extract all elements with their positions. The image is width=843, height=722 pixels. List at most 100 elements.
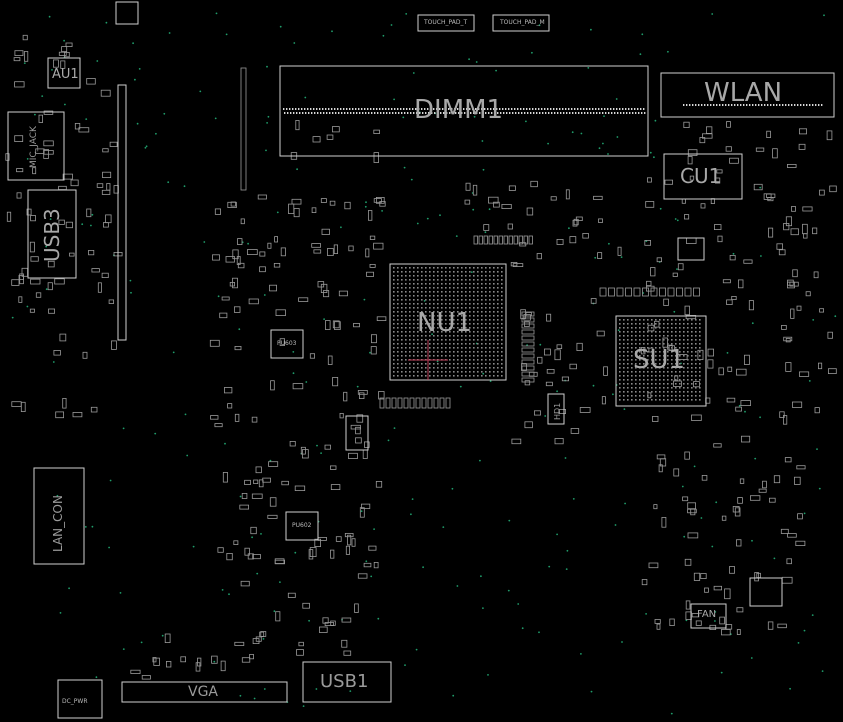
via <box>51 69 53 71</box>
passive-component <box>648 347 654 353</box>
su1-ball <box>643 359 645 361</box>
via <box>140 641 143 644</box>
nu1-ball <box>457 319 459 321</box>
nu1-ball <box>413 271 415 273</box>
passive-component <box>165 661 172 668</box>
pu603-chip[interactable] <box>270 329 304 359</box>
passive-component <box>221 296 230 301</box>
nu1-ball <box>453 303 455 305</box>
nu1-ball <box>425 367 427 369</box>
via <box>711 545 714 548</box>
su1-ball <box>655 339 657 341</box>
wlan-slot[interactable] <box>660 72 835 118</box>
su1-ball <box>619 339 621 341</box>
nu1-ball <box>497 359 499 361</box>
nu1-ball <box>437 363 439 365</box>
via <box>45 245 48 248</box>
su1-ball <box>699 359 701 361</box>
dimm-pin <box>361 108 363 110</box>
su1-ball <box>675 339 677 341</box>
nu1-ball <box>413 367 415 369</box>
hd1-part[interactable] <box>547 393 565 425</box>
nu1-chip[interactable] <box>389 263 507 381</box>
nu1-ball <box>485 323 487 325</box>
nu1-ball <box>417 339 419 341</box>
su1-ball <box>651 383 653 385</box>
passive-component <box>332 376 339 387</box>
usb3-port[interactable] <box>27 189 77 279</box>
passive-component <box>550 196 557 201</box>
nu1-ball <box>401 283 403 285</box>
usb1-port[interactable] <box>302 661 392 703</box>
passive-component <box>616 287 624 297</box>
passive-component <box>236 256 241 265</box>
dimm-pin <box>568 108 570 110</box>
mic-jack-connector[interactable] <box>7 111 65 181</box>
dc-pwr-connector[interactable] <box>57 679 103 719</box>
fan-connector[interactable] <box>690 603 727 629</box>
nu1-ball <box>469 267 471 269</box>
nu1-ball <box>397 327 399 329</box>
via <box>238 328 241 331</box>
vga-connector[interactable] <box>121 681 288 703</box>
su1-ball <box>635 387 637 389</box>
nu1-ball <box>445 323 447 325</box>
su1-ball <box>639 323 641 325</box>
touch-pad-t-connector[interactable] <box>417 14 475 32</box>
nu1-ball <box>441 351 443 353</box>
via <box>381 210 383 212</box>
nu1-ball <box>457 279 459 281</box>
passive-component <box>58 51 67 56</box>
via <box>568 227 570 230</box>
su1-ball <box>695 339 697 341</box>
pu602-chip[interactable] <box>285 511 319 541</box>
dimm-pin <box>517 108 519 110</box>
via <box>676 219 679 222</box>
nu1-ball <box>393 287 395 289</box>
dimm1-slot[interactable] <box>279 65 649 157</box>
su1-ball <box>651 323 653 325</box>
passive-component <box>43 140 54 147</box>
passive-component <box>523 314 531 321</box>
su1-ball <box>683 351 685 353</box>
nu1-ball <box>453 371 455 373</box>
cu1-chip[interactable] <box>663 153 743 200</box>
nu1-ball <box>457 287 459 289</box>
lan-con-connector[interactable] <box>33 467 85 565</box>
passive-component <box>736 539 742 547</box>
nu1-ball <box>449 267 451 269</box>
su1-ball <box>627 319 629 321</box>
via <box>803 512 806 515</box>
su1-ball <box>659 367 661 369</box>
dimm-pin <box>440 112 442 114</box>
su1-chip[interactable] <box>615 315 707 407</box>
su1-ball <box>683 367 685 369</box>
touch-pad-m-connector[interactable] <box>492 14 550 32</box>
nu1-ball <box>429 339 431 341</box>
passive-component <box>16 192 22 199</box>
nu1-ball <box>429 355 431 357</box>
au1-chip[interactable] <box>47 57 81 89</box>
dimm-pin <box>470 112 472 114</box>
dimm-pin <box>641 112 643 114</box>
passive-component <box>686 237 697 244</box>
nu1-ball <box>489 347 491 349</box>
su1-ball <box>695 383 697 385</box>
left-long-connector[interactable] <box>117 84 127 341</box>
nu1-ball <box>493 311 495 313</box>
nu1-ball <box>433 335 435 337</box>
su1-ball <box>647 339 649 341</box>
nu1-ball <box>429 343 431 345</box>
passive-component <box>363 441 370 448</box>
via <box>750 657 753 659</box>
nu1-ball <box>393 275 395 277</box>
passive-component <box>813 271 819 279</box>
nu1-ball <box>397 291 399 293</box>
dimm-pin <box>374 112 376 114</box>
via <box>184 413 187 416</box>
su1-ball <box>623 383 625 385</box>
dimm-pin <box>644 112 646 114</box>
su1-ball <box>667 343 669 345</box>
nu1-ball <box>469 319 471 321</box>
su1-ball <box>619 355 621 357</box>
